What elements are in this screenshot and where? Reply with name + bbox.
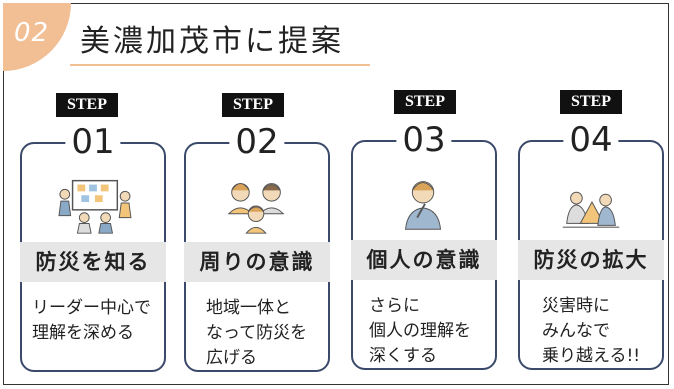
step-heading-3: 個人の意識 [351,240,497,280]
thinking-person-icon [404,181,442,230]
step-number-2: 02 [229,122,285,162]
title-underline [70,64,370,66]
step-desc-1: リーダー中心で 理解を深める [32,298,151,343]
step-number-3: 03 [396,120,452,160]
step-label-2: STEP [222,93,284,117]
step-card-3: 03 個人の意識 さらに 個人の理解を 深くする [351,120,497,370]
community-people-icon [227,183,285,234]
section-number: 02 [14,18,50,48]
step-number-4: 04 [563,120,619,160]
page-title: 美濃加茂市に提案 [80,24,344,59]
step-label-1: STEP [56,93,118,117]
step-heading-2: 周りの意識 [184,242,330,282]
meeting-people-icon [58,179,132,234]
step-heading-1: 防災を知る [20,242,166,282]
step-label-3: STEP [394,90,456,114]
step-label-4: STEP [560,90,622,114]
step-number-1: 01 [65,122,121,162]
slide-frame [3,3,669,385]
helping-people-icon [562,191,620,229]
step-desc-2: 地域一体と なって防災を 広げる [206,298,308,368]
step-heading-4: 防災の拡大 [518,240,664,280]
step-desc-3: さらに 個人の理解を 深くする [369,296,471,366]
step-desc-4: 災害時に みんなで 乗り越える!! [542,296,641,366]
step-card-1: 01 防災を知る リーダー中心で 理解を深める [20,122,166,372]
step-card-2: 02 周りの意識 地域一体と なって防災を 広げる [184,122,330,372]
step-card-4: 04 防災の拡大 災害時に みんなで 乗り越える!! [518,120,664,370]
